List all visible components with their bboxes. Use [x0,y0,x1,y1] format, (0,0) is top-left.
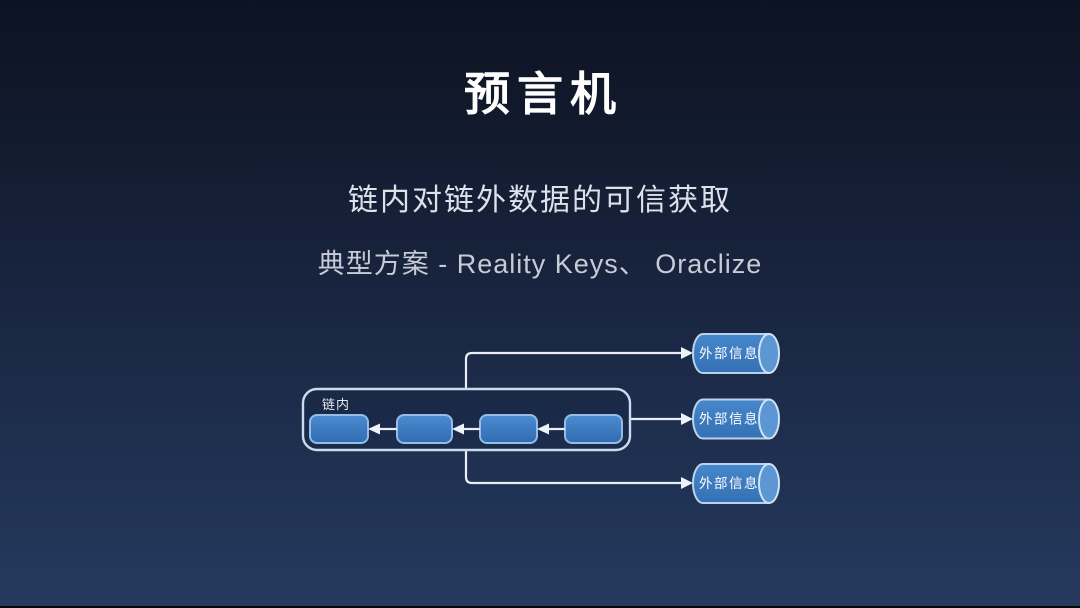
chain-block [396,414,453,444]
slide-subtitle: 链内对链外数据的可信获取 [348,184,732,217]
arrowhead-left-icon [537,423,549,435]
chain-block [564,414,623,444]
chain-block [309,414,369,444]
arrowhead-left-icon [452,423,464,435]
slide-title: 预言机 [464,68,623,120]
slide-bottom-edge [0,606,1080,608]
external-info-cylinder: 外部信息 [692,333,780,374]
external-info-label: 外部信息 [699,345,759,361]
arrowhead-right-icon [681,477,693,489]
block-arrow-left [452,423,480,435]
onchain-group: 链内 [301,387,632,452]
external-info-cylinder: 外部信息 [692,398,780,440]
arrowhead-right-icon [681,347,693,359]
onchain-label: 链内 [322,397,350,412]
chain-block [479,414,538,444]
external-info-cylinder: 外部信息 [692,463,780,504]
block-arrow-left [368,423,397,435]
connector-middle [630,413,693,425]
connector-bottom [464,450,693,489]
slide-solutions-line: 典型方案 - Reality Keys、 Oraclize [317,249,763,279]
block-arrow-left [537,423,565,435]
external-info-label: 外部信息 [699,411,759,427]
connector-top [464,347,693,389]
external-info-label: 外部信息 [699,475,759,491]
arrowhead-left-icon [368,423,380,435]
arrowhead-right-icon [681,413,693,425]
